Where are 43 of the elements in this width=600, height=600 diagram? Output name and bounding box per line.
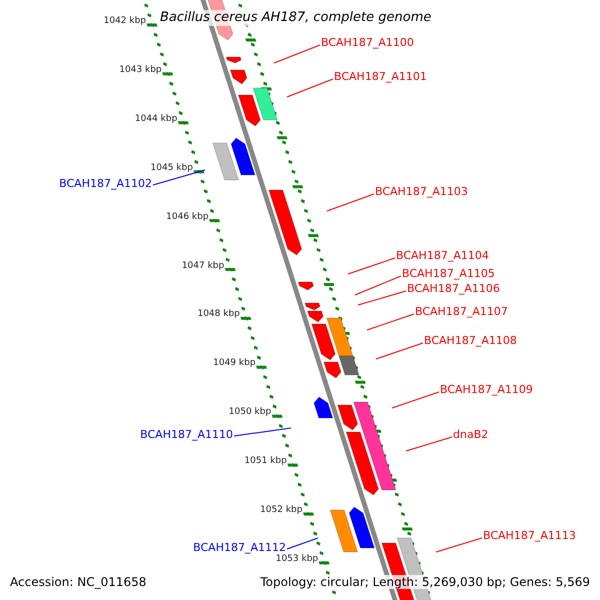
leader-line — [286, 78, 334, 98]
leader-line — [358, 290, 406, 306]
gene-label: BCAH187_A1102 — [59, 178, 152, 190]
scale-label: 1045 kbp — [150, 162, 193, 174]
gene-label: BCAH187_A1101 — [334, 71, 427, 83]
gene-label: BCAH187_A1109 — [440, 384, 533, 396]
leader-line — [376, 342, 424, 360]
leader-line — [152, 170, 206, 186]
gene-label: dnaB2 — [453, 429, 488, 441]
leader-line — [406, 436, 452, 452]
leader-line — [274, 44, 320, 64]
gene-label: BCAH187_A1112 — [193, 542, 286, 554]
gene-label: BCAH187_A1108 — [424, 335, 517, 347]
scale-label: 1042 kbp — [104, 15, 146, 27]
scale-label: 1046 kbp — [166, 210, 209, 223]
gene-label: BCAH187_A1107 — [415, 306, 508, 318]
accession-text: Accession: NC_011658 — [10, 575, 146, 589]
leader-line — [436, 538, 482, 552]
gene-label: BCAH187_A1104 — [396, 250, 489, 262]
scale-label: 1044 kbp — [134, 112, 178, 125]
scale-label: 1051 kbp — [244, 455, 287, 468]
genome-summary: Topology: circular; Length: 5,269,030 bp; Genes: 5,569 — [260, 575, 590, 589]
leader-line — [286, 538, 318, 550]
leader-line — [326, 194, 374, 212]
gene-label: BCAH187_A1106 — [407, 283, 500, 295]
scale-label: 1047 kbp — [182, 260, 224, 272]
gene-label: BCAH187_A1110 — [140, 429, 233, 441]
scale-label: 1049 kbp — [213, 357, 256, 370]
scale-label: 1043 kbp — [119, 64, 162, 76]
leader-line — [366, 314, 414, 330]
title: Bacillus cereus AH187, complete genome — [160, 10, 432, 26]
scale-label: 1053 kbp — [276, 554, 318, 565]
scale-label: 1048 kbp — [197, 308, 240, 320]
gene-label: BCAH187_A1100 — [321, 37, 414, 49]
gene-label: BCAH187_A1113 — [483, 530, 576, 542]
leader-line — [234, 428, 292, 436]
scale-label: 1052 kbp — [260, 504, 302, 516]
leader-line — [392, 392, 440, 408]
scale-label: 1050 kbp — [228, 406, 272, 418]
gene-label: BCAH187_A1105 — [402, 268, 495, 280]
leader-line — [354, 276, 402, 296]
gene-label: BCAH187_A1103 — [375, 186, 468, 198]
leader-line — [348, 258, 396, 274]
